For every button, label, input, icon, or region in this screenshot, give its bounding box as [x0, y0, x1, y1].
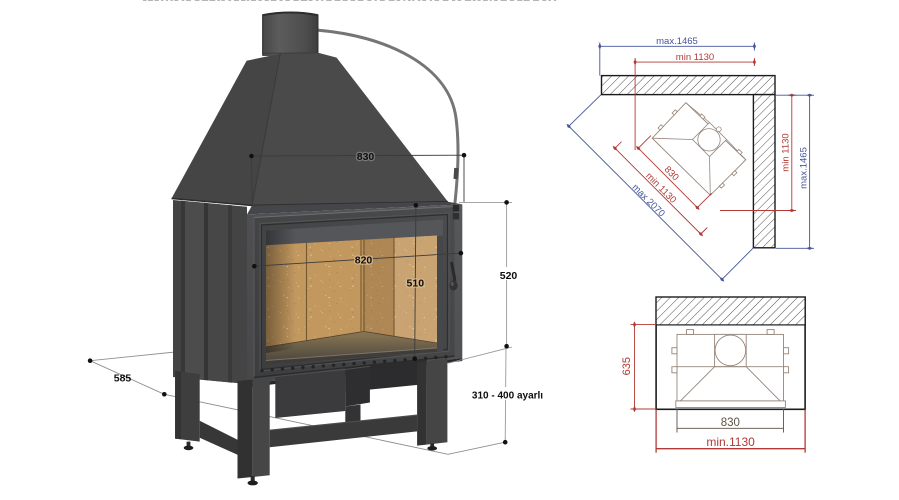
svg-text:min 1130: min 1130 — [781, 133, 792, 171]
svg-text:520: 520 — [500, 270, 518, 282]
svg-text:min 1130: min 1130 — [676, 52, 714, 63]
svg-text:310 - 400 ayarlı: 310 - 400 ayarlı — [472, 390, 543, 401]
svg-text:min.1130: min.1130 — [706, 435, 755, 449]
svg-text:830: 830 — [662, 164, 681, 183]
svg-text:510: 510 — [407, 277, 425, 289]
svg-text:max.1465: max.1465 — [799, 147, 810, 189]
svg-text:830: 830 — [721, 417, 740, 429]
svg-text:max.1465: max.1465 — [656, 36, 698, 47]
svg-text:635: 635 — [621, 357, 633, 375]
svg-text:585: 585 — [114, 373, 132, 385]
svg-text:820: 820 — [355, 255, 373, 267]
svg-text:830: 830 — [357, 151, 375, 163]
